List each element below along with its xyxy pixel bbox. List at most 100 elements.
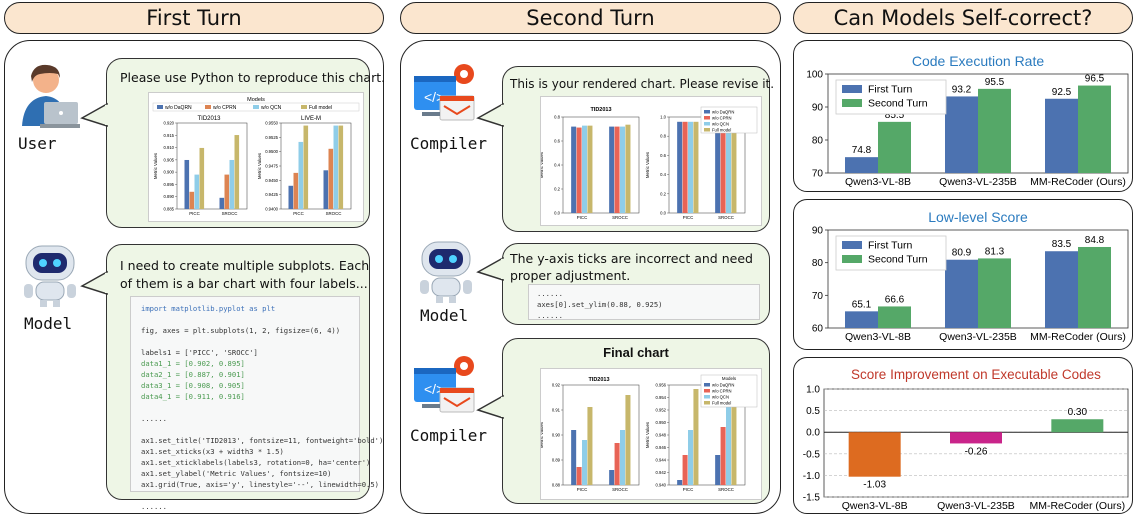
reference-left-title: TID2013 bbox=[197, 116, 221, 122]
rendered-right-bar bbox=[715, 121, 721, 213]
code-line: ...... bbox=[141, 502, 167, 511]
code-line bbox=[141, 424, 349, 435]
reference-right-ylabel: Metric Values bbox=[257, 152, 262, 179]
reference-left-xtick: PICC bbox=[189, 211, 200, 216]
code-line: ax1.set_xticklabels(labels3, rotation=0,… bbox=[141, 458, 371, 467]
y-tick-label: 70 bbox=[812, 169, 824, 180]
code-line bbox=[141, 314, 349, 325]
compiler-message-text: This is your rendered chart. Please revi… bbox=[510, 77, 775, 91]
y-tick-label: 90 bbox=[812, 103, 824, 114]
final-left-ytick: 0.92 bbox=[552, 383, 561, 388]
final-legend-2: w/o CPRN bbox=[712, 389, 732, 394]
final-right-ytick: 0.946 bbox=[656, 445, 667, 450]
code-line: ...... bbox=[537, 311, 563, 320]
bubble-tail bbox=[476, 394, 504, 420]
legend-label: First Turn bbox=[868, 240, 912, 252]
rendered-right-bar bbox=[693, 121, 699, 213]
x-tick-label: Qwen3-VL-235B bbox=[937, 500, 1015, 512]
final-right-ytick: 0.956 bbox=[656, 383, 667, 388]
robot-icon bbox=[420, 241, 472, 303]
rendered-right-xtick: PICC bbox=[683, 215, 694, 220]
code-line bbox=[141, 402, 349, 413]
final-legend-3: w/o QCN bbox=[712, 395, 729, 400]
bar bbox=[1045, 98, 1078, 173]
reference-left-bar bbox=[224, 174, 230, 209]
compiler-role-label: Compiler bbox=[410, 426, 488, 445]
rendered-legend-2: w/o CPRN bbox=[712, 116, 732, 121]
reference-left-ytick: 0.905 bbox=[164, 157, 175, 162]
final-left-ytick: 0.90 bbox=[552, 433, 561, 438]
rendered-left-ytick: 0.8 bbox=[554, 115, 560, 120]
self-correct-header: Can Models Self-correct? bbox=[793, 2, 1133, 34]
final-right-xtick: SROCC bbox=[718, 487, 734, 492]
code-line: ax1.grid(True, axis='y', linestyle='--',… bbox=[141, 480, 379, 489]
rendered-right-ytick: 0.0 bbox=[660, 211, 666, 216]
rendered-left-ytick: 0.6 bbox=[554, 139, 560, 144]
final-left-bar bbox=[587, 407, 593, 485]
rendered-legend-3: w/o QCN bbox=[712, 122, 729, 127]
svg-text:</>: </> bbox=[424, 89, 444, 105]
rendered-left-bar bbox=[625, 124, 631, 213]
final-right-ytick: 0.942 bbox=[656, 470, 667, 475]
first-turn-header: First Turn bbox=[4, 2, 384, 34]
code-line: ax1.set_ylabel('Metric Values', fontsize… bbox=[141, 469, 332, 478]
x-tick-label: Qwen3-VL-8B bbox=[845, 176, 911, 188]
bar bbox=[945, 259, 978, 328]
y-tick-label: 0.0 bbox=[806, 428, 820, 439]
reference-left-ytick: 0.910 bbox=[164, 145, 175, 150]
final-left-bar bbox=[582, 440, 588, 485]
rendered-right-ytick: 0.4 bbox=[660, 172, 666, 177]
user-role-label: User bbox=[18, 134, 57, 153]
reference-right-bar bbox=[293, 172, 299, 209]
rendered-left-bar bbox=[571, 126, 577, 213]
bar bbox=[878, 306, 911, 328]
bubble-tail bbox=[476, 256, 504, 282]
bar-value-label: 66.6 bbox=[885, 294, 905, 305]
reference-right-ytick: 0.9500 bbox=[265, 149, 278, 154]
reference-right-ytick: 0.9400 bbox=[265, 207, 278, 212]
rendered-left-xtick: PICC bbox=[577, 215, 588, 220]
code-line: data3_1 = [0.908, 0.905] bbox=[141, 381, 245, 390]
reference-left-bar bbox=[229, 159, 235, 209]
code-line: axes[0].set_ylim(0.88, 0.925) bbox=[537, 300, 663, 309]
final-left-ytick: 0.89 bbox=[552, 458, 561, 463]
final-left-title: TID2013 bbox=[588, 377, 609, 383]
final-right-bar bbox=[726, 389, 732, 485]
legend-label: Second Turn bbox=[868, 254, 928, 266]
final-legend-title: Models bbox=[722, 376, 737, 381]
rendered-left-bar bbox=[614, 126, 620, 213]
bar-value-label: 93.2 bbox=[952, 84, 972, 95]
bar bbox=[945, 96, 978, 173]
code-line: ...... bbox=[141, 414, 167, 423]
bar bbox=[845, 157, 878, 173]
reference-chart: Models w/o DaQRN w/o CPRN w/o QCN Full m… bbox=[148, 92, 364, 222]
rendered-left-ytick: 0.4 bbox=[554, 163, 560, 168]
reference-left-bar bbox=[219, 197, 225, 209]
code-line: ...... bbox=[537, 289, 563, 298]
reference-right-bar bbox=[323, 170, 329, 209]
rendered-right-ytick: 0.6 bbox=[660, 153, 666, 158]
rendered-right-bar bbox=[726, 120, 732, 213]
reference-left-bar bbox=[184, 159, 190, 209]
code-line: ax1.set_xticks(x3 + width3 * 1.5) bbox=[141, 447, 284, 456]
final-left-bar bbox=[576, 467, 582, 485]
x-tick-label: Qwen3-VL-235B bbox=[939, 176, 1017, 188]
svg-text:</>: </> bbox=[424, 381, 444, 397]
code-line bbox=[141, 336, 349, 347]
y-tick-label: 70 bbox=[812, 291, 824, 302]
reference-left-ytick: 0.890 bbox=[164, 194, 175, 199]
final-chart-label: Final chart bbox=[603, 345, 669, 360]
bar bbox=[878, 121, 911, 173]
legend-swatch bbox=[842, 99, 862, 107]
final-right-ytick: 0.948 bbox=[656, 433, 667, 438]
final-legend-4: Full model bbox=[712, 401, 731, 406]
code-execution-rate-chart: Code Execution Rate70809010074.885.5Qwen… bbox=[806, 53, 1129, 188]
reference-right-plot: 0.95500.95250.95000.94750.94500.94250.94… bbox=[257, 121, 352, 216]
x-tick-label: MM-ReCoder (Ours) bbox=[1030, 176, 1126, 188]
legend-swatch bbox=[842, 85, 862, 93]
code-line: fig, axes = plt.subplots(1, 2, figsize=(… bbox=[141, 326, 341, 335]
reference-legend-title: Models bbox=[247, 97, 265, 103]
model-role-label: Model bbox=[420, 306, 469, 325]
